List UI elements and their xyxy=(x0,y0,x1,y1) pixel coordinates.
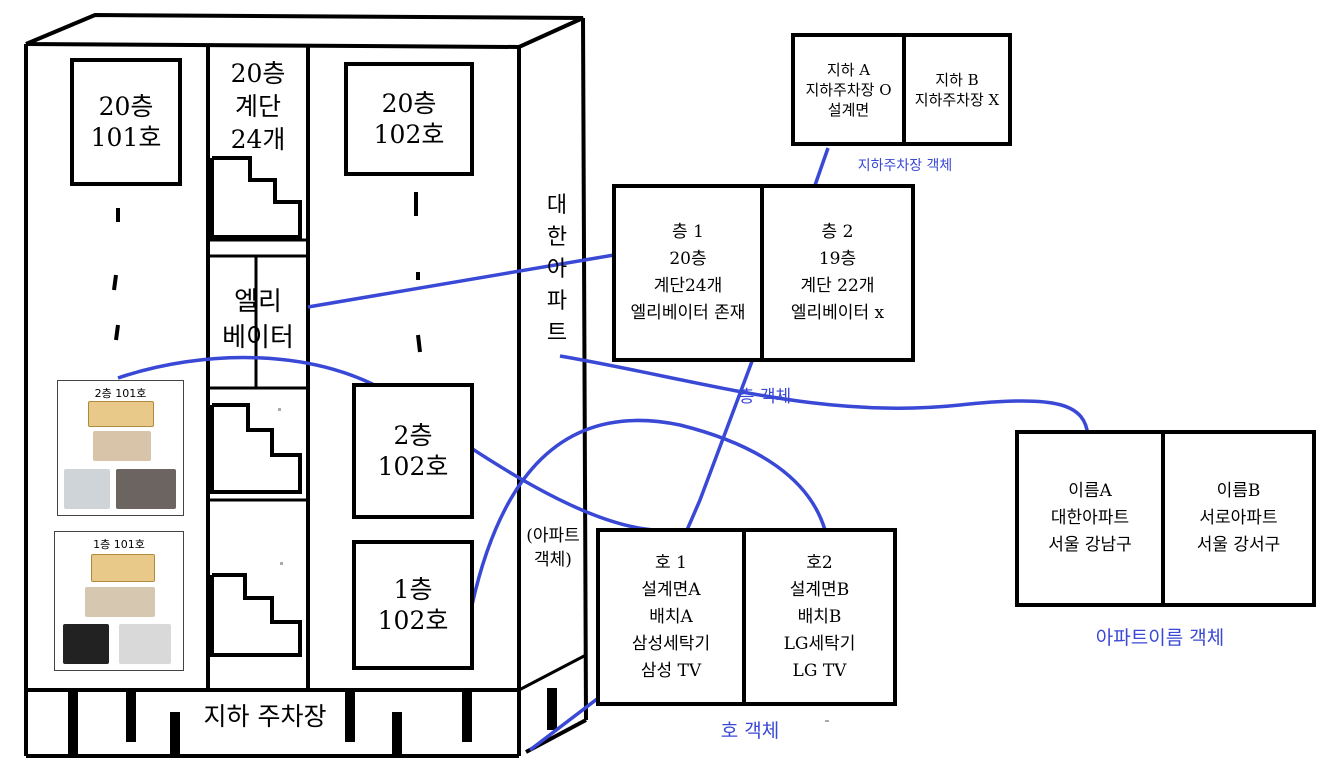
unit-object-b: 호2 설계면B 배치B LG세탁기 LG TV xyxy=(742,528,897,706)
unit-20-101-box: 20층 101호 xyxy=(70,58,182,186)
tv-stand-image xyxy=(116,469,176,509)
unit-2-101-thumbnail: 2층 101호 xyxy=(57,380,184,516)
unit-20-102-label: 20층 102호 xyxy=(373,89,445,149)
parking-object-b: 지하 B 지하주차장 X xyxy=(902,33,1012,146)
apartment-name-object-a-text: 이름A 대한아파트 서울 강남구 xyxy=(1048,481,1132,555)
unit-1-101-thumbnail: 1층 101호 xyxy=(54,531,184,671)
unit-2-102-label: 2층 102호 xyxy=(377,421,449,481)
apartment-name-vertical: 대 한 아 파 트 xyxy=(546,193,568,346)
unit-1-102-box: 1층 102호 xyxy=(352,540,474,670)
apartment-name-object-a: 이름A 대한아파트 서울 강남구 xyxy=(1015,430,1165,607)
apartment-name-object-b-text: 이름B 서로아파트 서울 강서구 xyxy=(1196,481,1281,555)
floor-object-caption: 층 객체 xyxy=(738,387,792,407)
parking-object-b-text: 지하 B 지하주차장 X xyxy=(914,70,1000,109)
unit-object-b-text: 호2 설계면B 배치B LG세탁기 LG TV xyxy=(783,552,856,681)
floor-object-a: 층 1 20층 계단24개 엘리베이터 존재 xyxy=(612,184,764,362)
floor-object-b-text: 층 2 19층 계단 22개 엘리베이터 x xyxy=(790,222,885,323)
basement-label: 지하 주차장 xyxy=(203,702,327,731)
washer-image xyxy=(64,469,110,509)
washer-image xyxy=(63,624,109,664)
floor-object-a-text: 층 1 20층 계단24개 엘리베이터 존재 xyxy=(630,222,746,323)
parking-object-a: 지하 A 지하주차장 O 설계면 xyxy=(791,33,906,146)
apartment-name-object-b: 이름B 서로아파트 서울 강서구 xyxy=(1161,430,1316,607)
floorplan-image xyxy=(88,401,154,427)
unit-2-102-box: 2층 102호 xyxy=(352,383,474,519)
unit-20-102-box: 20층 102호 xyxy=(344,62,474,176)
unit-object-caption: 호 객체 xyxy=(720,720,780,742)
apartment-name-object-caption: 아파트이름 객체 xyxy=(1095,627,1225,649)
unit-object-a-text: 호 1 설계면A 배치A 삼성세탁기 삼성 TV xyxy=(631,552,711,681)
unit-2-101-caption: 2층 101호 xyxy=(94,387,147,400)
parking-object-a-text: 지하 A 지하주차장 O 설계면 xyxy=(805,60,892,119)
apartment-object-label: (아파트 객체) xyxy=(526,526,580,570)
unit-1-101-caption: 1층 101호 xyxy=(93,538,145,551)
unit-20-101-label: 20층 101호 xyxy=(90,92,162,152)
unit-object-a: 호 1 설계면A 배치A 삼성세탁기 삼성 TV xyxy=(596,528,746,706)
living-room-image xyxy=(85,587,155,617)
tv-stand-image xyxy=(119,624,171,664)
unit-1-102-label: 1층 102호 xyxy=(377,575,449,635)
floorplan-image xyxy=(91,554,155,582)
living-room-image xyxy=(93,431,151,461)
elevator-label: 엘리 베이터 xyxy=(222,287,294,353)
floor-object-b: 층 2 19층 계단 22개 엘리베이터 x xyxy=(760,184,915,362)
parking-object-caption: 지하주차장 객체 xyxy=(857,158,953,174)
stairs-top-label: 20층 계단 24개 xyxy=(230,58,286,154)
